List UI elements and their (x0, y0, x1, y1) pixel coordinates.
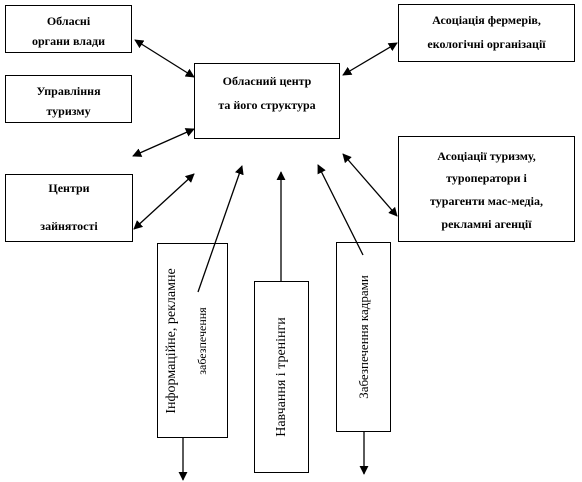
arrow-left-center (132, 128, 195, 157)
arrow-tourism-assoc-center (342, 153, 398, 217)
arrow-authorities-center (134, 39, 195, 78)
box-regional-authorities: Обласні органи влади (5, 5, 132, 53)
box-training: Навчання і тренінги (254, 281, 309, 473)
regional-authorities-line2: органи влади (32, 34, 105, 48)
box-staffing: Забезпечення кадрами (336, 242, 391, 432)
box-farmers-association: Асоціація фермерів, екологічні організац… (398, 4, 575, 62)
box-tourism-department: Управління туризму (5, 75, 132, 123)
employment-centers-line1: Центри (48, 181, 90, 195)
tourism-department-line1: Управління (36, 84, 101, 98)
regional-center-line1: Обласний центр (222, 74, 312, 88)
farmers-association-line2: екологічні організації (427, 37, 546, 51)
arrow-info-to-center (197, 165, 244, 293)
tourism-associations-line1: Асоціації туризму, (437, 149, 536, 163)
box-info-ad-support: Інформаційне, рекламне забезпечення (157, 243, 228, 438)
arrow-farmers-center (342, 42, 398, 76)
box-regional-center: Обласний центр та його структура (194, 63, 340, 139)
regional-authorities-line1: Обласні (46, 14, 91, 28)
arrow-employment-center (133, 173, 195, 230)
box-tourism-associations: Асоціації туризму, туроператори і тураге… (398, 136, 575, 242)
employment-centers-line2: зайнятості (40, 219, 98, 233)
tourism-associations-line3: турагенти мас-медіа, (430, 194, 543, 208)
tourism-associations-line2: туроператори і (446, 171, 527, 185)
tourism-department-line2: туризму (46, 104, 91, 118)
box-employment-centers: Центри зайнятості (5, 174, 133, 242)
regional-center-line2: та його структура (218, 98, 316, 112)
arrow-staffing-to-center (317, 164, 364, 256)
farmers-association-line1: Асоціація фермерів, (432, 13, 541, 27)
tourism-associations-line4: рекламні агенції (441, 217, 532, 231)
